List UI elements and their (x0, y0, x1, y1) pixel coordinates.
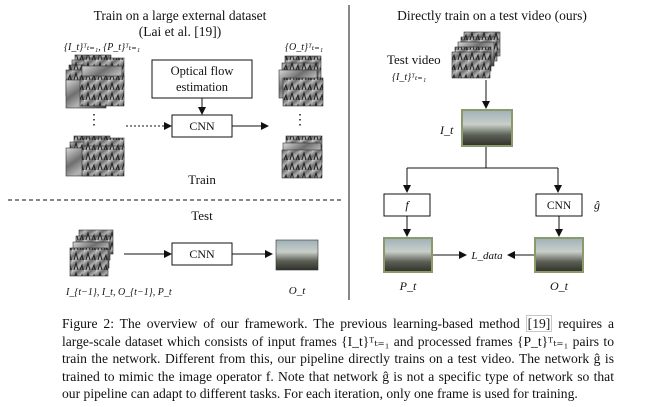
ellipsis-output: ⋮ (293, 113, 307, 128)
output-set-label: {O_t}ᵀₜ₌₁ (285, 42, 323, 53)
processed-frame-image (383, 237, 433, 273)
o-label: O_t (550, 279, 569, 293)
input-set-label: {I_t}ᵀₜ₌₁, {P_t}ᵀₜ₌₁ (64, 42, 140, 53)
f-operator-label: f (405, 198, 410, 212)
output-frame-image (534, 237, 584, 273)
test-input-frames (69, 229, 114, 277)
train-label: Train (188, 172, 216, 187)
caption-part2: requires a large-scale dataset which con… (62, 316, 614, 402)
left-title-line1: Train on a large external dataset (94, 8, 267, 23)
test-label: Test (191, 208, 213, 223)
g-hat-label: ĝ (594, 198, 600, 212)
caption-part1: Figure 2: The overview of our framework.… (62, 316, 526, 331)
right-title: Directly train on a test video (ours) (397, 8, 587, 23)
framework-diagram: Train on a large external dataset (Lai e… (8, 5, 600, 300)
frame-label: I_t (439, 123, 454, 137)
test-video-frames (451, 31, 501, 79)
left-title-line2: (Lai et al. [19]) (139, 24, 221, 39)
test-video-line2: {I_t}ᵀₜ₌₁ (392, 72, 426, 83)
cnn-ours-label: CNN (547, 200, 572, 212)
citation-link[interactable]: [19] (525, 315, 553, 332)
ellipsis-input: ⋮ (87, 113, 101, 128)
current-frame-image (461, 109, 513, 147)
optical-flow-label-line1: Optical flow (171, 64, 234, 78)
cnn-train-label: CNN (189, 119, 215, 133)
train-output-frames-top (278, 55, 324, 107)
test-output-frame (275, 239, 319, 271)
train-input-frames-top (65, 54, 125, 109)
test-input-label: I_{t−1}, I_t, O_{t−1}, P_t (65, 287, 172, 298)
test-output-label: O_t (289, 285, 306, 297)
cnn-test-label: CNN (189, 247, 215, 261)
optical-flow-label-line2: estimation (176, 80, 229, 94)
figure-caption: Figure 2: The overview of our framework.… (62, 315, 614, 403)
train-input-frames-bottom (65, 135, 125, 177)
test-video-line1: Test video (387, 52, 441, 67)
p-label: P_t (399, 279, 417, 293)
train-output-frames-bottom (281, 135, 323, 179)
loss-label: L_data (470, 250, 503, 262)
